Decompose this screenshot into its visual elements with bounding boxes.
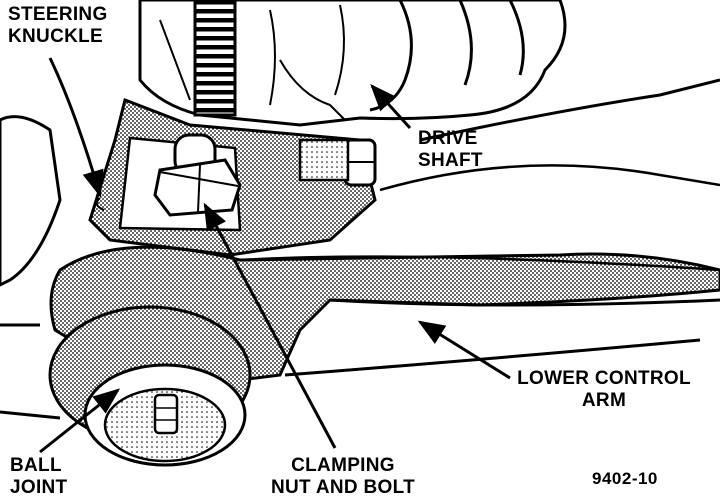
leader-clamping-nut — [203, 202, 337, 449]
label-clamping-nut-and-bolt: CLAMPING NUT AND BOLT — [258, 455, 428, 499]
label-clamping-line2: NUT AND BOLT — [271, 477, 415, 498]
label-ball-joint-line2: JOINT — [10, 477, 68, 498]
label-ball-joint: BALL JOINT — [10, 455, 67, 499]
label-steering-knuckle-line1: STEERING — [8, 4, 108, 25]
label-lower-control-arm: LOWER CONTROL ARM — [508, 368, 700, 412]
leader-steering-knuckle — [48, 57, 104, 198]
leader-ball-joint — [39, 388, 121, 454]
label-steering-knuckle-line2: KNUCKLE — [8, 26, 103, 47]
lower-control-arm — [49, 78, 720, 382]
ball-joint-housing — [48, 305, 252, 467]
label-drive-shaft: DRIVE SHAFT — [418, 128, 483, 172]
figure-number: 9402-10 — [592, 469, 658, 488]
label-lower-control-arm-line2: ARM — [581, 390, 627, 411]
label-steering-knuckle: STEERING KNUCKLE — [8, 4, 108, 48]
label-clamping-line1: CLAMPING — [291, 455, 395, 476]
bolt-head-right — [298, 138, 377, 187]
label-ball-joint-line1: BALL — [10, 455, 62, 476]
label-drive-shaft-line1: DRIVE — [418, 128, 478, 149]
left-body-panel — [0, 115, 62, 287]
leader-lower-control-arm — [417, 320, 511, 380]
clamping-nut — [153, 133, 242, 217]
leader-drive-shaft — [370, 83, 412, 130]
label-drive-shaft-line2: SHAFT — [418, 150, 483, 171]
label-lower-control-arm-line1: LOWER CONTROL — [517, 368, 691, 389]
boot-clamp-band — [193, 0, 237, 117]
